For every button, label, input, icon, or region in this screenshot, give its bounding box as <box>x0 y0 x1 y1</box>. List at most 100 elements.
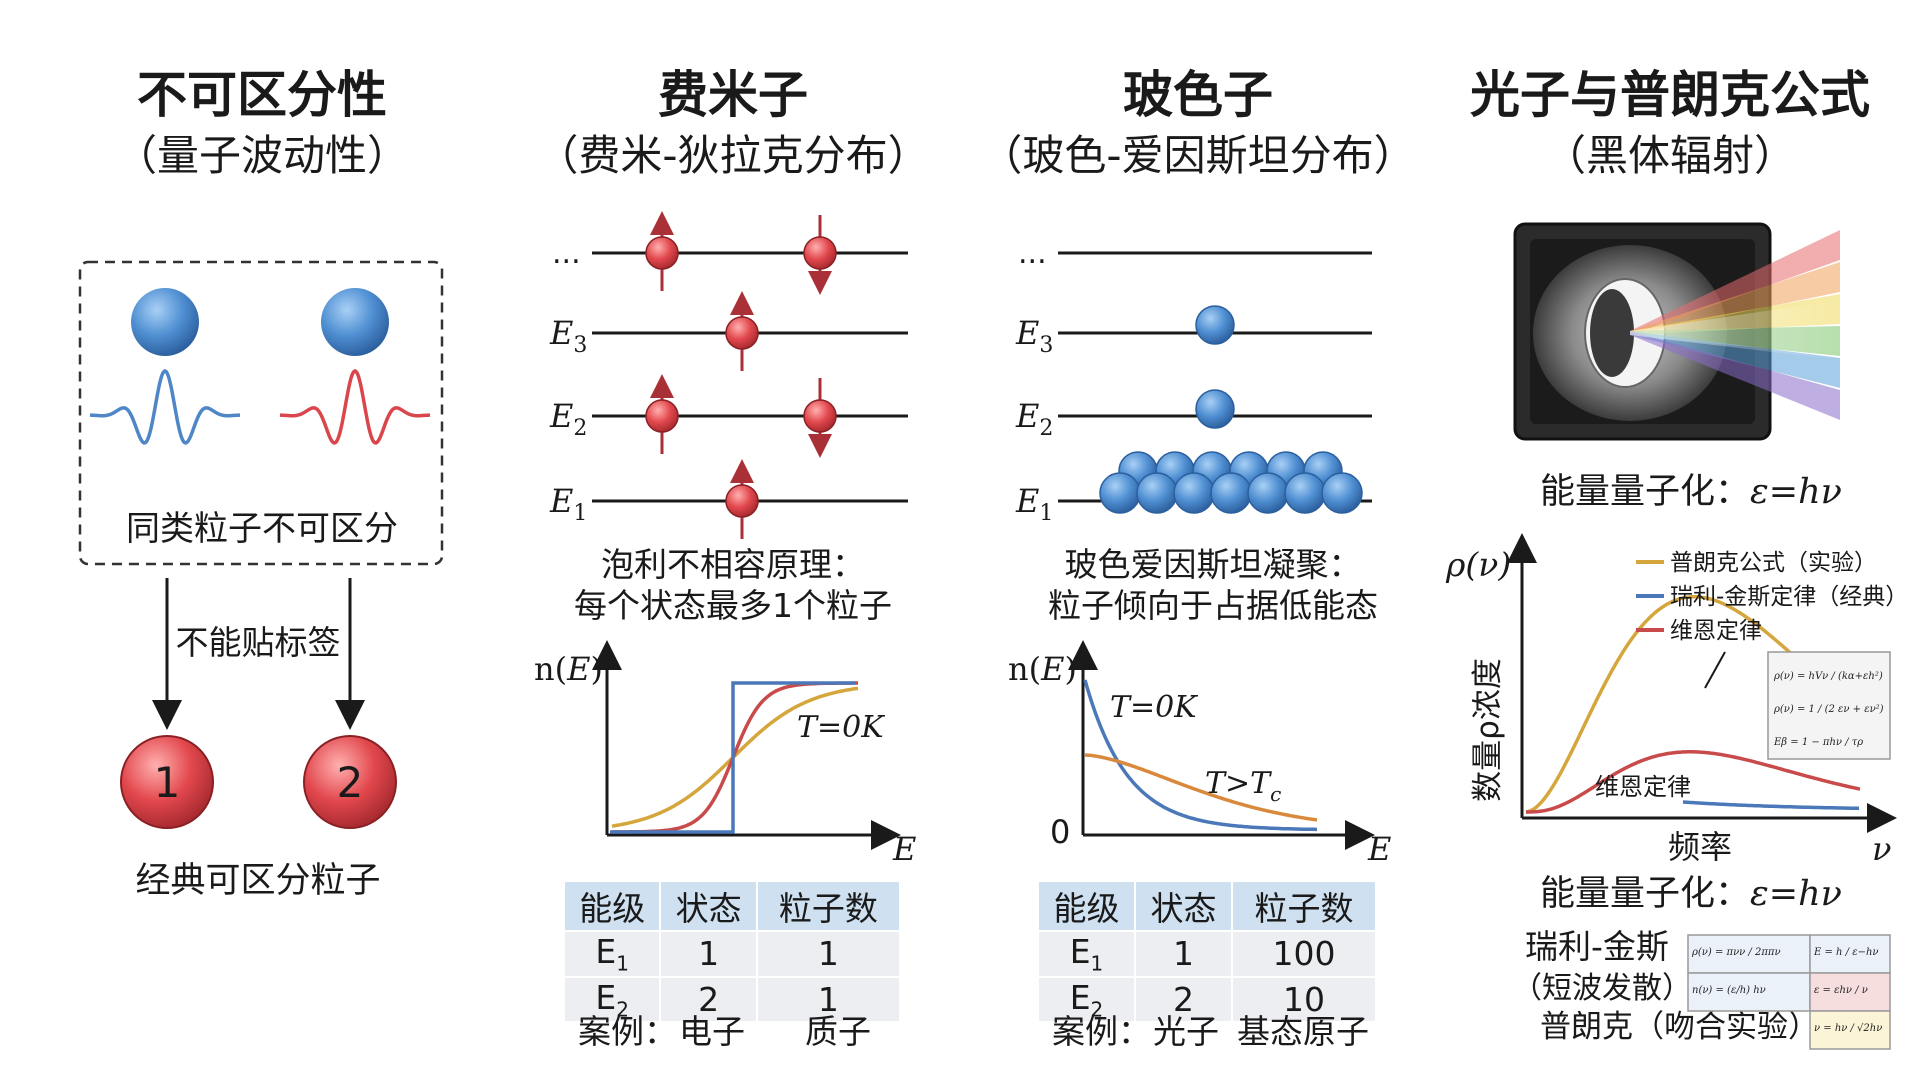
be-y-label: n(E) <box>1008 650 1077 688</box>
be-curve-label-1: T=0K <box>1110 690 1198 725</box>
legend-wien: 维恩定律 <box>1670 618 1762 644</box>
boson-particle <box>1136 472 1178 514</box>
bec-line1: 玻色爱因斯坦凝聚： <box>1065 545 1362 584</box>
fermion-table: 能级 状态 粒子数 E1 1 1 E2 2 1 <box>562 880 902 1024</box>
be-curve-zero-t <box>1083 679 1317 832</box>
indist-dashed-box <box>78 260 444 566</box>
formula-box-2-cell-c: n(ν) = (ε/h) hν <box>1692 985 1766 996</box>
fd-x-label: E <box>892 830 916 868</box>
wave-packet-red <box>280 369 430 445</box>
rayleigh-jeans-curve <box>1682 800 1859 811</box>
fermion-th-state: 状态 <box>659 880 758 932</box>
spectrum-beam <box>1630 262 1840 335</box>
fermion-examples: 案例： 电子 质子 <box>578 1012 871 1051</box>
spin-particle <box>803 215 837 295</box>
boson-examples: 案例： 光子 基态原子 <box>1052 1012 1369 1051</box>
fermion-level-e3: E3 <box>549 314 587 358</box>
panel1-title: 不可区分性 <box>137 66 387 124</box>
pauli-principle-line2: 每个状态最多1个粒子 <box>574 586 892 625</box>
fermion-th-level: 能级 <box>562 880 662 932</box>
be-x-label: E <box>1367 830 1391 868</box>
spectrum-beam <box>1630 331 1840 420</box>
no-label-text: 不能贴标签 <box>176 623 341 662</box>
rj-label: 瑞利-金斯 <box>1525 927 1669 966</box>
white-beam <box>1630 300 1840 360</box>
table-row: E2 2 1 <box>562 975 902 1024</box>
planck-y-axis-title: 数量ρ浓度 <box>1470 658 1506 802</box>
particle-2-label: 2 <box>337 758 364 807</box>
bec-line2: 粒子倾向于占据低能态 <box>1048 586 1378 625</box>
wien-curve <box>1526 750 1861 814</box>
emitted-spectrum-beams <box>1630 230 1840 420</box>
spin-particle <box>645 211 679 291</box>
boson-particle <box>1173 472 1215 514</box>
planck-x-symbol: ν <box>1872 830 1891 868</box>
spectrum-beam <box>1630 331 1840 388</box>
planck-y-label: ρ(ν) <box>1445 545 1511 584</box>
fd-curve-label: T=0K <box>797 710 885 745</box>
formula-box-2-cell-e: ν = hν / √2hν <box>1814 1023 1883 1034</box>
panel2-subtitle: （费米-狄拉克分布） <box>536 131 929 180</box>
boson-th-count: 粒子数 <box>1230 880 1378 932</box>
indist-box-label: 同类粒子不可区分 <box>126 509 398 549</box>
boson-th-level: 能级 <box>1037 880 1136 932</box>
planck-x-label: 频率 <box>1668 828 1732 866</box>
wave-packet-blue <box>90 369 240 445</box>
boson-th-state: 状态 <box>1133 880 1233 932</box>
pauli-principle-line1: 泡利不相容原理： <box>601 545 865 584</box>
boson-level-e2: E2 <box>1015 397 1053 441</box>
formula-box-2-cell-d: ε = εhν / ν <box>1814 985 1868 996</box>
boson-level-e1: E1 <box>1015 482 1053 526</box>
classical-label: 经典可区分粒子 <box>135 861 380 901</box>
particle-1-label: 1 <box>154 758 181 807</box>
spin-particle <box>803 378 837 458</box>
boson-e2 <box>1195 389 1235 429</box>
panel-fermions: 费米子 （费米-狄拉克分布） ... E3 E2 E1 泡利不相容原理： 每个状… <box>534 66 930 868</box>
formula-pointer <box>1704 651 1726 689</box>
spin-particle <box>725 459 759 539</box>
panel4-subtitle: （黑体辐射） <box>1544 131 1796 180</box>
planck-row-label: 普朗克（吻合实验） <box>1540 1009 1819 1045</box>
boson-level-dots: ... <box>1018 236 1047 271</box>
boson-particle <box>1247 472 1289 514</box>
spin-particle <box>725 291 759 371</box>
table-row: E1 1 100 <box>1037 930 1378 978</box>
fd-y-label: n(E) <box>534 650 603 688</box>
panel3-title: 玻色子 <box>1123 66 1273 124</box>
fermion-spin-particles <box>645 211 837 539</box>
formula-box-2-cell-a: ρ(ν) = πνν / 2ππν <box>1692 947 1781 958</box>
quantization-line-bottom: 能量量子化：ε=hν <box>1540 874 1842 914</box>
panel2-title: 费米子 <box>658 66 808 124</box>
fermion-level-e2: E2 <box>549 397 587 441</box>
table-row: E2 2 10 <box>1037 975 1378 1024</box>
boson-particle <box>1284 472 1326 514</box>
formula-box-2-cell-b: E = h / ε−hν <box>1814 947 1879 958</box>
legend-rayleigh-jeans: 瑞利-金斯定律（经典） <box>1670 584 1908 610</box>
be-zero: 0 <box>1050 813 1070 851</box>
panel4-title: 光子与普朗克公式 <box>1470 66 1870 124</box>
fermion-level-dots: ... <box>552 236 581 271</box>
table-row: E1 1 1 <box>562 930 902 978</box>
formula-box-1 <box>1767 651 1891 760</box>
panel-bosons: 玻色子 （玻色-爱因斯坦分布） ... E3 E2 E1 玻色爱因斯坦凝聚： 粒… <box>980 66 1415 868</box>
panel3-subtitle: （玻色-爱因斯坦分布） <box>980 131 1415 180</box>
be-curve-high-t <box>1084 753 1318 822</box>
fermion-level-lines <box>592 251 908 503</box>
boson-particle <box>1321 472 1363 514</box>
quantum-particle-left <box>131 288 199 356</box>
fermion-level-e1: E1 <box>549 482 587 526</box>
wien-inline-label: 维恩定律 <box>1595 773 1691 801</box>
formula-box-2 <box>1687 934 1891 1050</box>
classical-particle-1 <box>120 735 214 829</box>
panel-indistinguishability: 不可区分性 （量子波动性） 同类粒子不可区分 不能贴标签 1 2 经典可区分粒子 <box>78 66 444 901</box>
boson-particle <box>1210 472 1252 514</box>
boson-e3 <box>1195 305 1235 345</box>
fermion-th-count: 粒子数 <box>755 880 902 932</box>
boson-level-e3: E3 <box>1015 314 1053 358</box>
boson-particle <box>1099 472 1141 514</box>
quantum-particle-right <box>321 288 389 356</box>
fd-curve-zero-t <box>610 681 855 834</box>
boson-table: 能级 状态 粒子数 E1 1 100 E2 2 10 <box>1037 880 1378 1024</box>
be-curve-label-2: T>Tc <box>1205 766 1281 806</box>
